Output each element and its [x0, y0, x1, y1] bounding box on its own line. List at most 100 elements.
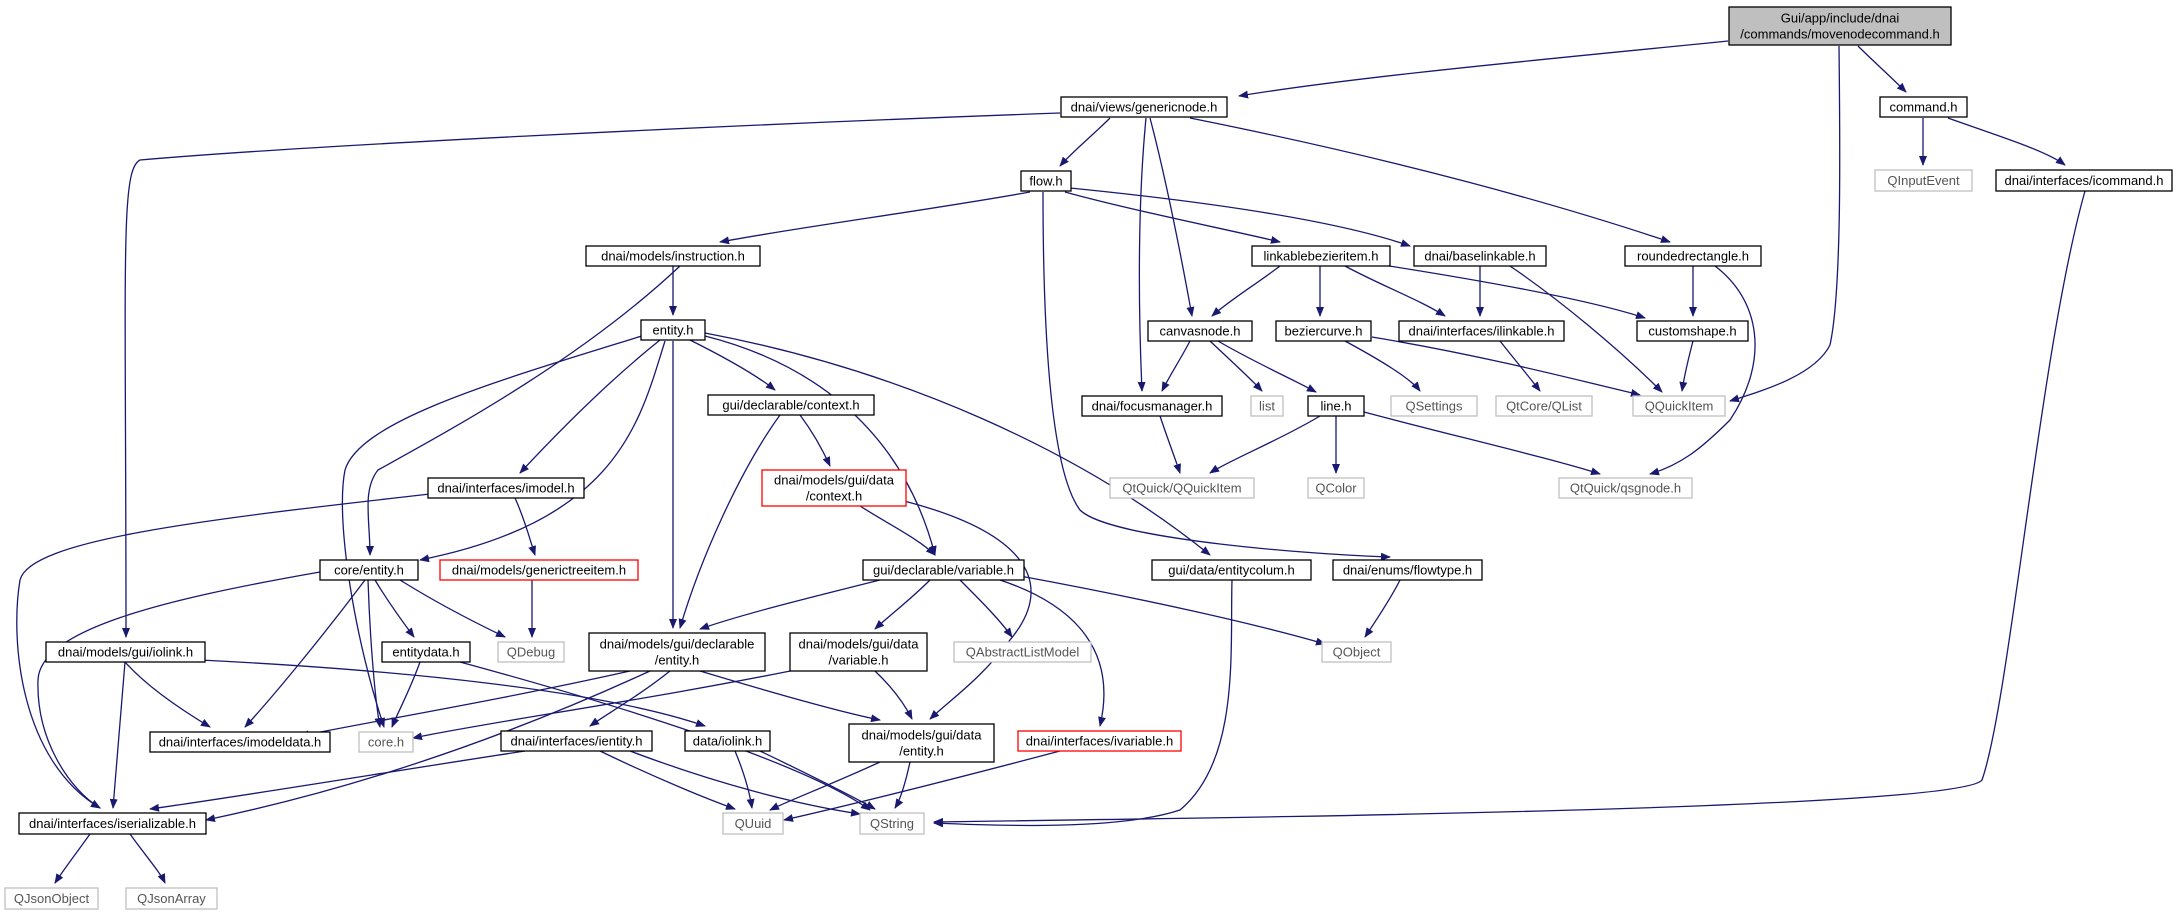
edge-line-to-qsgnode [1363, 411, 1601, 476]
edge-coreentity-to-core [367, 579, 383, 728]
node-label: line.h [1320, 399, 1351, 414]
edge-iolink-to-dataiolink [199, 659, 706, 727]
node-iolink[interactable]: dnai/models/gui/iolink.h [45, 641, 206, 663]
node-flow[interactable]: flow.h [1020, 170, 1072, 192]
node-box [1307, 395, 1365, 417]
edge-iolink-to-iserializable [109, 661, 126, 809]
node-generictreeitem[interactable]: dnai/models/generictreeitem.h [439, 559, 639, 581]
edge-baselinkable-to-qquickitem [1509, 265, 1663, 393]
edge-coreentity-to-qdebug [399, 579, 506, 638]
node-qcolor: QColor [1307, 477, 1365, 499]
node-dataentity[interactable]: dnai/models/gui/data/entity.h [848, 723, 995, 763]
node-ientity[interactable]: dnai/interfaces/ientity.h [500, 730, 653, 752]
node-variable[interactable]: gui/declarable/variable.h [862, 559, 1025, 581]
node-context[interactable]: gui/declarable/context.h [707, 394, 875, 416]
edge-root-to-genericnode [1238, 40, 1729, 99]
node-box [1413, 245, 1547, 267]
node-box [1251, 245, 1391, 267]
node-box [1060, 96, 1228, 118]
edge-entity-to-coreentity [419, 340, 666, 563]
node-label: dnai/models/gui/declarable [600, 637, 755, 652]
node-iserializable[interactable]: dnai/interfaces/iserializable.h [18, 812, 207, 835]
node-entity[interactable]: entity.h [640, 319, 706, 341]
node-label: /commands/movenodecommand.h [1740, 27, 1939, 42]
edge-genericnode-to-roundedrectangle [1189, 117, 1671, 243]
node-label: QtCore/QList [1506, 399, 1582, 414]
edge-context-to-datacontext [799, 414, 831, 467]
edge-variable-to-guideclarableentity [699, 579, 881, 630]
node-label: command.h [1890, 100, 1958, 115]
edge-variable-to-qobject [1019, 575, 1326, 646]
node-datavariable[interactable]: dnai/models/gui/data/variable.h [789, 632, 928, 672]
node-box [1632, 395, 1726, 417]
node-box [439, 559, 639, 581]
node-box [1874, 169, 1973, 192]
node-entitydata[interactable]: entitydata.h [381, 641, 471, 663]
node-canvasnode[interactable]: canvasnode.h [1147, 320, 1253, 342]
node-roundedrectangle[interactable]: roundedrectangle.h [1624, 245, 1762, 267]
node-ilinkable[interactable]: dnai/interfaces/ilinkable.h [1398, 320, 1565, 342]
edge-dataentity-to-qstring [894, 761, 911, 809]
node-box [588, 632, 766, 672]
edge-dataentity-to-quuid [769, 761, 881, 811]
edge-flowtype-to-qobject [1364, 579, 1401, 638]
node-label: dnai/interfaces/ivariable.h [1026, 734, 1173, 749]
node-dataiolink[interactable]: data/iolink.h [684, 730, 771, 752]
node-label: dnai/interfaces/icommand.h [2005, 173, 2164, 188]
node-label: QJsonObject [14, 891, 90, 906]
node-label: /context.h [806, 489, 862, 504]
node-imodel[interactable]: dnai/interfaces/imodel.h [427, 477, 585, 499]
node-box [1081, 395, 1223, 417]
node-qtcoreqlist: QtCore/QList [1495, 395, 1593, 417]
node-focusmanager[interactable]: dnai/focusmanager.h [1081, 395, 1223, 417]
edge-flow-to-instruction [719, 191, 1031, 245]
node-line[interactable]: line.h [1307, 395, 1365, 417]
node-label: dnai/interfaces/ientity.h [511, 734, 643, 749]
edge-instruction-to-coreentity [365, 265, 681, 556]
node-label: dnai/views/genericnode.h [1071, 100, 1218, 115]
node-label: dnai/interfaces/imodel.h [437, 481, 574, 496]
node-icommand[interactable]: dnai/interfaces/icommand.h [1995, 169, 2173, 192]
edge-iolink-to-imodeldata [124, 661, 211, 728]
node-box [1728, 6, 1952, 46]
node-entitycolum[interactable]: gui/data/entitycolum.h [1151, 559, 1312, 581]
node-imodeldata[interactable]: dnai/interfaces/imodeldata.h [149, 731, 331, 753]
node-baselinkable[interactable]: dnai/baselinkable.h [1413, 245, 1547, 267]
node-label: flow.h [1029, 174, 1062, 189]
node-root[interactable]: Gui/app/include/dnai/commands/movenodeco… [1728, 6, 1952, 46]
node-coreentity[interactable]: core/entity.h [319, 559, 419, 581]
node-label: gui/declarable/variable.h [873, 563, 1014, 578]
node-box [1995, 169, 2173, 192]
node-label: customshape.h [1648, 324, 1736, 339]
edge-dataiolink-to-quuid [734, 750, 755, 809]
edge-line-to-qtquickqquickitem [1209, 415, 1321, 474]
node-qdebug: QDebug [497, 641, 565, 663]
edge-customshape-to-qquickitem [1679, 340, 1694, 392]
node-linkablebezieritem[interactable]: linkablebezieritem.h [1251, 245, 1391, 267]
node-qsgnode: QtQuick/qsgnode.h [1558, 477, 1693, 499]
node-guideclarableentity[interactable]: dnai/models/gui/declarable/entity.h [588, 632, 766, 672]
node-label: QtQuick/QQuickItem [1122, 481, 1241, 496]
edge-focusmanager-to-qtquickqquickitem [1159, 415, 1181, 474]
node-datacontext[interactable]: dnai/models/gui/data/context.h [761, 469, 907, 507]
node-genericnode[interactable]: dnai/views/genericnode.h [1060, 96, 1228, 118]
node-customshape[interactable]: customshape.h [1636, 320, 1749, 342]
node-core: core.h [358, 731, 414, 753]
node-label: core.h [368, 735, 404, 750]
node-instruction[interactable]: dnai/models/instruction.h [585, 245, 761, 267]
node-command[interactable]: command.h [1879, 96, 1968, 118]
edge-command-to-icommand [1947, 117, 2066, 166]
node-ivariable[interactable]: dnai/interfaces/ivariable.h [1017, 730, 1182, 752]
node-label: list [1259, 399, 1275, 414]
edge-coreentity-to-entitydata [374, 579, 415, 638]
edge-entity-to-context [689, 339, 776, 391]
edge-linkablebezieritem-to-customshape [1369, 262, 1646, 320]
node-beziercurve[interactable]: beziercurve.h [1275, 320, 1372, 342]
node-flowtype[interactable]: dnai/enums/flowtype.h [1332, 559, 1483, 581]
edge-variable-to-datavariable [874, 579, 931, 630]
node-list: list [1250, 395, 1284, 417]
node-label: QString [870, 816, 914, 831]
edge-ientity-to-iserializable [149, 750, 526, 812]
edge-iserializable-to-qjsonarray [129, 833, 166, 884]
edge-ivariable-to-quuid [783, 750, 1061, 822]
